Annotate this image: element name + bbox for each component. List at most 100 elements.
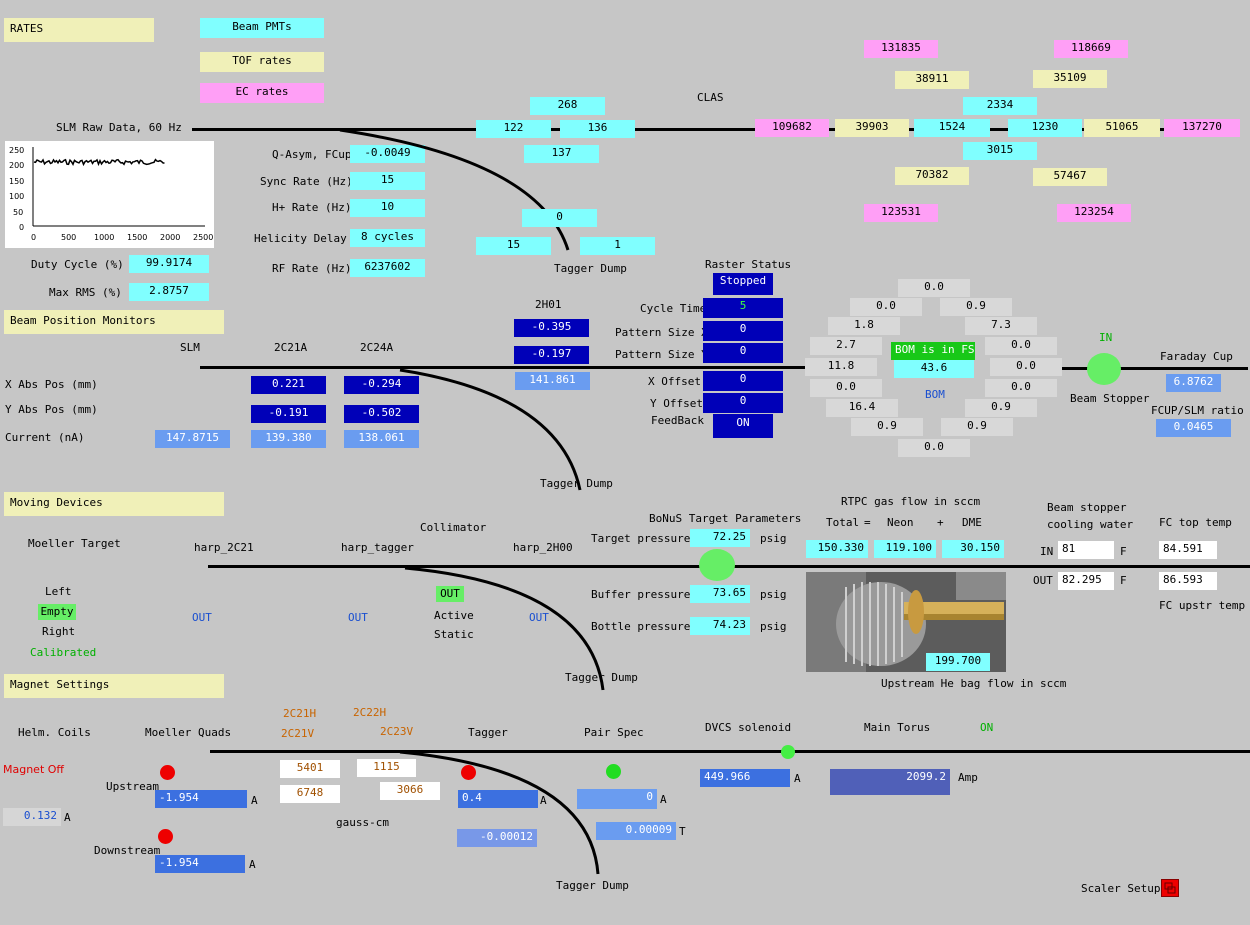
cycle-time-value: 5 — [703, 298, 783, 318]
c22h-value: 1115 — [357, 759, 416, 777]
tagger-15: 15 — [476, 237, 551, 255]
target-indicator[interactable] — [699, 549, 735, 581]
tagger-field-value: -0.00012 — [457, 829, 537, 847]
bom-ch: 16.4 — [826, 399, 898, 417]
tagger-magnet-label: Tagger — [468, 726, 508, 739]
c21h-value: 5401 — [280, 760, 340, 778]
scaler-setup-button[interactable] — [1161, 879, 1179, 897]
duty-cycle-value: 99.9174 — [129, 255, 209, 273]
bpm-2h01-current: 141.861 — [515, 372, 590, 390]
beamline-upper — [192, 128, 1240, 131]
rtpc-dme-value: 30.150 — [942, 540, 1004, 558]
ec-rates-button[interactable]: EC rates — [200, 83, 324, 103]
moeller-left[interactable]: Left — [45, 585, 72, 598]
torus-current-value: 2099.2 — [830, 769, 950, 795]
beam-stopper-indicator[interactable] — [1087, 353, 1121, 385]
clas-rate: 137270 — [1164, 119, 1240, 137]
plot-xtick: 0 — [31, 233, 36, 242]
rtpc-total-value: 150.330 — [806, 540, 868, 558]
hplus-rate-value: 10 — [350, 199, 425, 217]
moeller-right[interactable]: Right — [42, 625, 76, 638]
target-pressure-label: Target pressure — [591, 532, 691, 545]
harp-2h00-status[interactable]: OUT — [529, 611, 549, 624]
x-pos-label: X Abs Pos (mm) — [5, 378, 98, 391]
c21v-label: 2C21V — [281, 727, 315, 740]
pair-spec-status-icon — [606, 764, 621, 779]
downstream-unit: A — [249, 858, 256, 871]
tagger-1: 1 — [580, 237, 655, 255]
rf-rate-value: 6237602 — [350, 259, 425, 277]
rtpc-neon-label: Neon — [887, 516, 914, 529]
bom-ch: 0.0 — [985, 337, 1057, 355]
max-rms-label: Max RMS (%) — [49, 286, 122, 299]
rf-rate-label: RF Rate (Hz) — [272, 262, 352, 275]
bom-ch: 1.8 — [828, 317, 900, 335]
cycle-time-label: Cycle Time — [640, 302, 707, 315]
plot-xtick: 1500 — [127, 233, 147, 242]
feedback-label: FeedBack — [651, 414, 704, 427]
downstream-value: -1.954 — [155, 855, 245, 873]
clas-rate: 57467 — [1033, 168, 1107, 186]
tagger-dump-label-2: Tagger Dump — [540, 477, 613, 490]
magnet-settings-header: Magnet Settings — [4, 674, 224, 698]
bpm-2c21a-current: 139.380 — [251, 430, 326, 448]
rtpc-eq: = — [864, 516, 871, 529]
fc-upstr-temp-value: 86.593 — [1159, 572, 1217, 590]
hplus-rate-label: H+ Rate (Hz) — [272, 201, 352, 214]
y-pos-label: Y Abs Pos (mm) — [5, 403, 98, 416]
pattern-x-value: 0 — [703, 321, 783, 341]
plot-ytick: 100 — [9, 192, 24, 201]
fc-top-temp-label: FC top temp — [1159, 516, 1232, 529]
harp-2h00-label: harp_2H00 — [513, 541, 573, 554]
clas-rate: 123254 — [1057, 204, 1131, 222]
buffer-pressure-unit: psig — [760, 588, 787, 601]
stopper-cooling-title1: Beam stopper — [1047, 501, 1127, 514]
c21v-value: 6748 — [280, 785, 340, 803]
clas-rate: 2334 — [963, 97, 1037, 115]
pair-spec-unit: A — [660, 793, 667, 806]
tof-rates-button[interactable]: TOF rates — [200, 52, 324, 72]
tagger-136: 136 — [560, 120, 635, 138]
stopper-in: IN — [1099, 331, 1113, 344]
pair-spec-current-value: 0 — [577, 789, 657, 809]
collimator-static[interactable]: Static — [434, 628, 474, 641]
dvcs-unit: A — [794, 772, 801, 785]
pair-spec-label: Pair Spec — [584, 726, 644, 739]
qasym-label: Q-Asym, FCup — [272, 148, 352, 161]
raster-status: Stopped — [713, 273, 773, 295]
moeller-empty[interactable]: Empty — [38, 604, 76, 620]
dvcs-solenoid-label: DVCS solenoid — [705, 721, 792, 734]
cooling-in-label: IN — [1040, 545, 1054, 558]
window-icon — [1164, 882, 1176, 894]
bom-ch: 0.9 — [851, 418, 923, 436]
bpm-col-2c24a: 2C24A — [360, 341, 394, 354]
dvcs-current-value: 449.966 — [700, 769, 790, 787]
collimator-status[interactable]: OUT — [436, 586, 464, 602]
harp-tagger-status[interactable]: OUT — [348, 611, 368, 624]
fcup-slm-ratio-label: FCUP/SLM ratio — [1151, 404, 1244, 417]
he-bag-flow-value: 199.700 — [926, 653, 990, 671]
current-label: Current (nA) — [5, 431, 85, 444]
collimator-active[interactable]: Active — [434, 609, 474, 622]
beam-pmts-button[interactable]: Beam PMTs — [200, 18, 324, 38]
magnet-off-status: Magnet Off — [3, 763, 64, 776]
clas-rate: 70382 — [895, 167, 969, 185]
helm-unit: A — [64, 811, 71, 824]
slm-raw-label: SLM Raw Data, 60 Hz — [56, 121, 182, 134]
bom-ch: 0.0 — [990, 358, 1062, 376]
rtpc-title: RTPC gas flow in sccm — [841, 495, 981, 508]
collimator-label: Collimator — [420, 521, 487, 534]
buffer-pressure-label: Buffer pressure — [591, 588, 691, 601]
torus-unit: Amp — [958, 771, 978, 784]
slm-trace — [33, 158, 165, 167]
harp-2c21-status[interactable]: OUT — [192, 611, 212, 624]
bom-ch: 0.0 — [850, 298, 922, 316]
target-pressure-value: 72.25 — [690, 529, 750, 547]
clas-rate: 1524 — [914, 119, 990, 137]
beamline-middle-right — [1000, 367, 1248, 370]
bpm-2c24a-y: -0.502 — [344, 405, 419, 423]
y-offset-label: Y Offset — [650, 397, 703, 410]
bom-ch: 0.0 — [810, 379, 882, 397]
tagger-unit: A — [540, 794, 547, 807]
moeller-target-label: Moeller Target — [28, 537, 121, 550]
